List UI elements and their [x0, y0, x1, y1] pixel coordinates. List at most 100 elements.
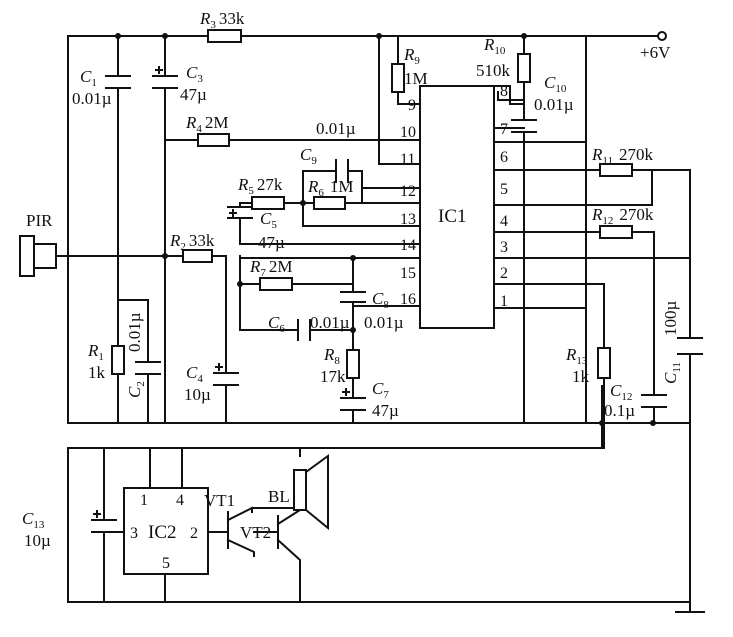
c7-plates — [340, 388, 366, 411]
c5-plates — [227, 206, 253, 219]
capacitors — [91, 66, 703, 533]
c7-label: C7 — [372, 379, 389, 401]
junction-dot — [350, 327, 356, 333]
junction-dot — [300, 200, 306, 206]
c8-plates — [340, 291, 366, 303]
c10-label: C10 — [544, 73, 567, 95]
vt2-body — [253, 508, 302, 603]
c12-label: C12 — [610, 381, 632, 403]
c13-label: C13 — [22, 509, 45, 531]
pir-sensor: PIR — [19, 211, 57, 277]
ic1-pin-9: 9 — [408, 97, 416, 114]
supply-terminal-circle — [657, 31, 667, 41]
ic1-pin-16: 16 — [400, 291, 416, 308]
junction-dot — [162, 33, 168, 39]
r8-body — [346, 349, 360, 379]
junctions — [115, 33, 656, 426]
c13-plates — [91, 510, 117, 533]
r1-body — [111, 345, 125, 375]
ic1-pin-8: 8 — [500, 83, 508, 100]
c2-value: 0.01µ — [125, 312, 144, 352]
speaker-coil — [293, 469, 307, 511]
c12-value: 0.1µ — [604, 401, 635, 420]
junction-dot — [521, 33, 527, 39]
r10-body — [517, 53, 531, 83]
r6-body — [313, 196, 346, 210]
junction-dot — [376, 33, 382, 39]
ic2-pin-5: 5 — [162, 555, 170, 572]
c13-wire — [103, 447, 125, 603]
junction-dot — [162, 253, 168, 259]
junction-dot — [650, 420, 656, 426]
wires — [55, 35, 691, 613]
speaker-cone — [304, 454, 329, 531]
r8-label: R8 — [323, 345, 340, 367]
r5-body — [251, 196, 285, 210]
c8-value: 0.01µ — [364, 313, 404, 332]
c11-plates — [677, 337, 703, 355]
ic1-pin-14: 14 — [400, 237, 416, 254]
c5-label: C5 — [260, 209, 277, 231]
pin11-wire — [378, 35, 421, 165]
ic1: IC1 9 10 11 12 13 14 15 16 8 7 6 5 4 3 2… — [400, 83, 508, 329]
r9-label: R9 — [403, 45, 420, 67]
pin13-wire — [302, 202, 421, 227]
junction-dot — [599, 420, 605, 426]
c1-value: 0.01µ — [72, 89, 112, 108]
c11-value: 100µ — [661, 301, 680, 337]
r11-body — [599, 163, 633, 177]
pir-label: PIR — [26, 211, 53, 230]
pin10-cap-value: 0.01µ — [316, 119, 356, 138]
ground-bus-lower — [67, 385, 603, 449]
ic1-pin-12: 12 — [400, 183, 416, 200]
ic2-pin-3: 3 — [130, 525, 138, 542]
ic1-pin-7: 7 — [500, 121, 508, 138]
supply-terminal: +6V — [640, 31, 671, 62]
r12-body — [599, 225, 633, 239]
c13-value: 10µ — [24, 531, 51, 550]
c4-plates — [213, 363, 239, 386]
resistors — [111, 29, 633, 379]
c7-value: 47µ — [372, 401, 399, 420]
r10-label: R10 — [483, 35, 506, 57]
ic2-body — [123, 487, 209, 575]
c8-label: C8 — [372, 289, 389, 311]
r9-body — [391, 63, 405, 93]
c3-label: C3 — [186, 63, 203, 85]
c10-value: 0.01µ — [534, 95, 574, 114]
junction-dot — [350, 255, 356, 261]
r1-label: R1 — [87, 341, 104, 363]
ic2-pin-2: 2 — [190, 525, 198, 542]
c5-value: 47µ — [258, 233, 285, 252]
pin4-wire — [493, 169, 653, 206]
c2-label: C2 — [125, 381, 147, 398]
r9-value: 1M — [404, 69, 428, 88]
vt1-label: VT1 — [204, 491, 235, 510]
ic1-pin-2: 2 — [500, 265, 508, 282]
r4-body — [197, 133, 230, 147]
ic1-label: IC1 — [438, 206, 467, 227]
ic1-pin-1: 1 — [500, 293, 508, 310]
speaker: BL — [268, 454, 329, 531]
ic1-pin-5: 5 — [500, 181, 508, 198]
pir-body-right — [33, 243, 57, 269]
ic2-pin-4: 4 — [176, 492, 184, 509]
c9-label: C9 — [300, 145, 317, 167]
ic1-pin-3: 3 — [500, 239, 508, 256]
c10-plates — [511, 119, 537, 133]
pin15-wire — [239, 255, 421, 331]
c1-label: C1 — [80, 67, 97, 89]
c3-value: 47µ — [180, 85, 207, 104]
r13-body — [597, 347, 611, 379]
pin1-r13-wire — [493, 283, 605, 449]
c11-label: C11 — [661, 362, 683, 384]
c6-label: C6 — [268, 313, 285, 335]
c12-plates — [641, 394, 667, 408]
